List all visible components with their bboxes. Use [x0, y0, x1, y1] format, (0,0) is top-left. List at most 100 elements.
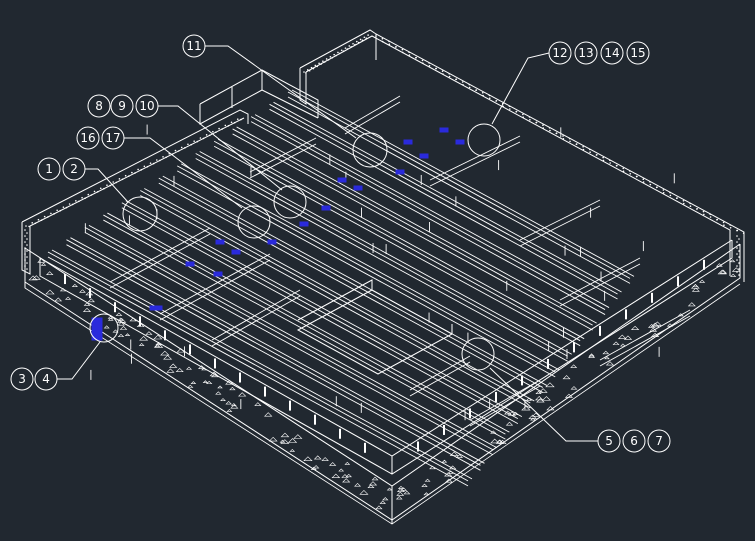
fastener-dot: [212, 130, 214, 133]
aggregate-mark: [617, 334, 627, 339]
fastener-dot: [24, 247, 26, 249]
bubble-label: 7: [655, 434, 663, 448]
aggregate-mark: [254, 402, 262, 406]
fastener-dot: [609, 162, 611, 164]
fastener-dot: [622, 170, 625, 172]
fastener-dot: [240, 118, 242, 121]
joist-top: [158, 177, 543, 388]
fastener-dot: [348, 45, 351, 47]
fastener-dot: [40, 219, 43, 221]
fastener-dot: [562, 135, 564, 137]
joist-flange: [84, 231, 494, 456]
aggregate-mark: [650, 332, 660, 338]
left-parapet-top: [21, 109, 249, 223]
fastener-dot: [159, 159, 161, 162]
connector-part: [395, 169, 405, 175]
blocking-line: [159, 253, 271, 315]
aggregate-mark: [176, 348, 186, 353]
fastener-dot: [112, 181, 114, 183]
fastener-dot: [629, 173, 632, 175]
connector-part: [215, 239, 225, 245]
fastener-dot: [649, 181, 651, 183]
fastener-dot: [669, 191, 671, 194]
aggregate-mark: [263, 412, 273, 417]
joist-top: [177, 165, 556, 373]
blocking-line: [469, 385, 541, 427]
connector-part: [149, 305, 163, 311]
bubble-circle: [626, 41, 650, 65]
aggregate-mark: [225, 401, 232, 405]
fastener-dot: [329, 56, 332, 58]
aggregate-mark: [103, 325, 110, 329]
fastener-dot: [310, 66, 313, 69]
blocking-line: [211, 295, 301, 347]
fastener-dot: [202, 137, 205, 140]
aggregate-mark: [403, 490, 411, 495]
fastener-dot: [199, 137, 202, 139]
joist-top: [121, 202, 519, 419]
fastener-dot: [177, 150, 180, 152]
fastener-dot: [56, 209, 58, 212]
blocking-line: [599, 315, 691, 367]
fastener-dot: [174, 149, 177, 152]
aggregate-mark: [187, 384, 194, 388]
aggregate-mark: [107, 317, 114, 321]
aggregate-mark: [612, 341, 620, 345]
fastener-dot: [629, 170, 631, 172]
fastener-dot: [134, 172, 136, 174]
fastener-dot: [481, 92, 484, 94]
aggregate-mark: [367, 484, 375, 488]
fastener-dot: [729, 224, 732, 226]
aggregate-mark: [117, 321, 125, 326]
fastener-dot: [729, 227, 732, 229]
fastener-dot: [602, 159, 605, 162]
aggregate-mark: [107, 315, 114, 319]
joist-flange: [158, 182, 543, 393]
fastener-dot: [352, 42, 354, 45]
aggregate-mark: [293, 434, 303, 439]
fastener-dot: [609, 159, 611, 161]
aggregate-mark: [139, 335, 149, 341]
aggregate-mark: [375, 505, 383, 510]
concrete-foundation: [24, 243, 741, 525]
aggregate-mark: [650, 322, 660, 328]
fastener-dot: [340, 49, 343, 52]
aggregate-mark: [530, 417, 536, 421]
aggregate-mark: [289, 448, 296, 452]
bubble-label: 13: [578, 46, 593, 60]
fastener-dot: [344, 47, 347, 49]
connector-part: [337, 177, 347, 183]
joist-web: [273, 101, 622, 293]
aggregate-mark: [119, 326, 128, 330]
aggregate-mark: [564, 393, 574, 398]
fastener-dot: [184, 147, 186, 149]
back-parapet-wall: [299, 29, 745, 282]
callout-12-15: 12 13 14 15: [548, 41, 650, 65]
joist-flange: [195, 158, 568, 362]
bubble-circle: [34, 367, 58, 391]
fastener-dot: [357, 41, 360, 44]
aggregate-mark: [190, 381, 197, 385]
fastener-dot: [215, 131, 217, 133]
bubble-circle: [76, 126, 100, 150]
aggregate-mark: [445, 478, 453, 483]
aggregate-mark: [619, 343, 626, 347]
leader-line: [57, 341, 101, 380]
joist-top: [232, 128, 593, 326]
bubble-circle: [62, 157, 86, 181]
blocking-line: [249, 137, 317, 173]
fastener-dot: [461, 81, 464, 83]
aggregate-mark: [421, 483, 428, 487]
detail-circles: [89, 123, 501, 371]
aggregate-mark: [338, 468, 345, 472]
fastener-dot: [636, 175, 638, 178]
aggregate-mark: [495, 439, 505, 444]
aggregate-mark: [230, 403, 237, 407]
aggregate-mark: [345, 473, 352, 478]
fastener-dot: [26, 232, 28, 234]
fastener-dot: [318, 62, 320, 65]
fastener-dot: [233, 121, 236, 124]
fastener-dot: [422, 62, 424, 64]
fastener-dot: [441, 70, 444, 72]
